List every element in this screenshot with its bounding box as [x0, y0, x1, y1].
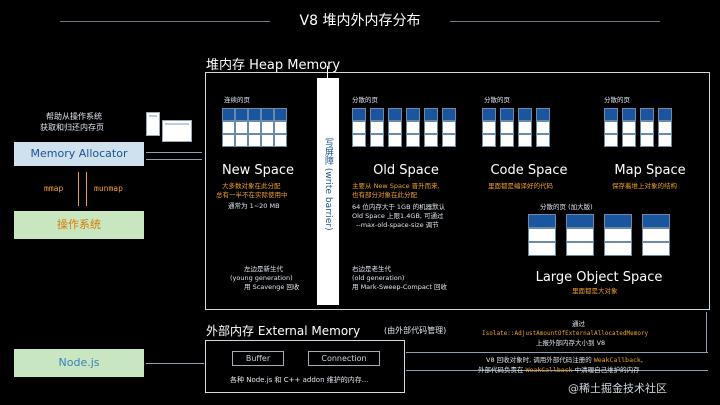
note-report: 上报外部内存大小到 V8 [536, 339, 606, 347]
buffer-object: Buffer [232, 351, 284, 366]
old-space-pages-label: 分散的页 [352, 96, 378, 104]
code-space-name: Code Space [490, 163, 568, 178]
note-callback-2: 外部代码负责在 WeakCallback 中清理自己维护的内存 [478, 366, 640, 374]
write-barrier: 写屏障 (write barrier) [317, 78, 339, 305]
gc-right-2: (old generation) [352, 274, 405, 282]
code-space-desc: 里面都是编译好的代码 [488, 182, 553, 190]
external-memory-box [205, 340, 405, 393]
map-space-pages-label: 分散的页 [604, 96, 630, 104]
arrow-to-heap [146, 152, 202, 153]
new-space-desc-1: 大多数对象在此分配 [222, 182, 281, 190]
node-to-external-arrow [146, 363, 204, 364]
code-space-grid [482, 108, 550, 147]
external-subtitle: (由外部代码管理) [384, 326, 447, 335]
large-object-pages-label: 分散的页 (加大版) [540, 203, 593, 211]
write-barrier-label: 写屏障 (write barrier) [323, 138, 333, 231]
page-icon [146, 112, 160, 136]
note-callback-1: V8 回收对象时, 调用外部代码注册的 WeakCallback, [486, 356, 643, 364]
title-line-left [60, 21, 270, 22]
external-title: 外部内存 External Memory [206, 324, 361, 338]
external-connector-up [706, 312, 707, 352]
new-space-desc-3: 通常为 1~20 MB [228, 202, 280, 210]
note-api: Isolate::AdjustAmountOfExternalAllocated… [482, 330, 649, 337]
munmap-label: munmap [94, 184, 123, 193]
external-desc: 各种 Node.js 和 C++ addon 维护的内存... [230, 376, 369, 384]
connection-object: Connection [308, 351, 380, 366]
old-space-grid [352, 108, 456, 147]
new-space-desc-2: 总有一半不在实际使用中 [216, 191, 288, 199]
page-icon [162, 120, 192, 142]
watermark: @稀土掘金技术社区 [568, 382, 667, 395]
old-space-desc-1: 主要从 New Space 晋升而来, [352, 182, 440, 190]
mmap-arrow [78, 172, 79, 206]
old-space-desc-2: 也有部分对象在此分配 [352, 191, 417, 199]
memory-allocator: Memory Allocator [14, 142, 144, 166]
mmap-label: mmap [44, 184, 64, 193]
nodejs-box: Node.js [14, 349, 144, 377]
arrow-from-heap [146, 159, 202, 160]
gc-right-3: 用 Mark-Sweep-Compact 回收 [352, 283, 447, 291]
gc-left-2: (young generation) [230, 274, 293, 282]
gc-right-1: 右边是老生代 [352, 265, 391, 273]
heap-memory-box [205, 72, 710, 310]
old-space-desc-4: Old Space 上限1.4GB, 可通过 [352, 212, 444, 220]
help-text-1: 帮助从操作系统 [46, 112, 102, 121]
code-space-pages-label: 分散的页 [484, 96, 510, 104]
old-space-desc-5: --max-old-space-size 调节 [356, 221, 439, 229]
operating-system: 操作系统 [14, 211, 144, 239]
munmap-arrow [86, 172, 87, 206]
help-text-2: 获取和归还内存页 [40, 123, 104, 132]
new-space-name: New Space [221, 163, 295, 178]
new-space-pages-label: 连续的页 [224, 96, 250, 104]
large-object-grid [528, 214, 670, 256]
map-space-grid [604, 108, 672, 147]
gc-left-3: 用 Scavenge 回收 [244, 283, 300, 291]
external-connector-right [406, 352, 708, 353]
map-space-name: Map Space [614, 163, 686, 178]
new-space-grid [222, 108, 287, 147]
page-title: V8 堆内外内存分布 [299, 13, 421, 29]
title-line-right [450, 21, 660, 22]
write-barrier-top-arrow [327, 66, 328, 78]
old-space-desc-3: 64 位内存大于 1GB 的机器默认 [352, 203, 446, 211]
map-space-desc: 保存着堆上对象的结构 [612, 182, 677, 190]
heap-title: 堆内存 Heap Memory [206, 58, 341, 73]
external-connector-bottom [406, 370, 708, 371]
note-via: 通过 [572, 320, 585, 328]
old-space-name: Old Space [373, 163, 439, 178]
large-object-space-name: Large Object Space [535, 270, 663, 285]
gc-left-1: 左边是新生代 [244, 265, 283, 273]
large-object-desc: 里面都是大对象 [572, 287, 618, 295]
